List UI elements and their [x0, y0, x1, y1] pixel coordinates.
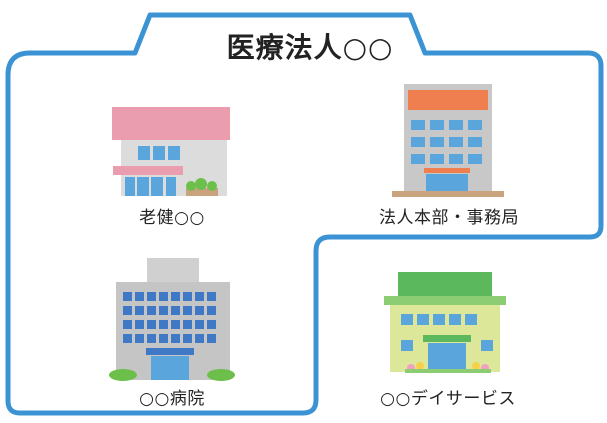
organization-title: 医療法人○○: [226, 31, 394, 64]
label-headquarters: 法人本部・事務局: [379, 208, 519, 228]
nursing-care-facility-icon: [112, 107, 230, 196]
label-hospital: ○○病院: [139, 389, 205, 409]
hospital-building-icon: [109, 258, 235, 381]
headquarters-building-icon: [392, 84, 504, 197]
label-nursing-care-facility: 老健○○: [139, 208, 205, 228]
day-service-center-icon: [384, 272, 506, 373]
label-day-service: ○○デイサービス: [380, 389, 516, 409]
